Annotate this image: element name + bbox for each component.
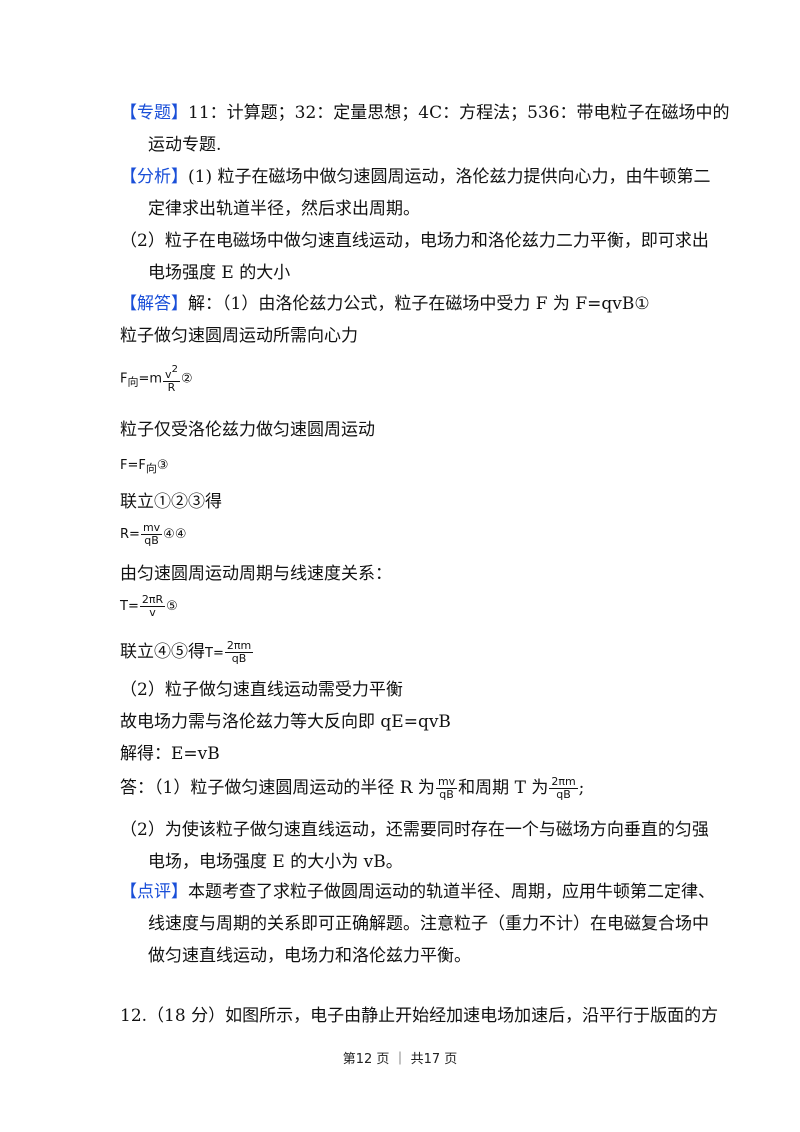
solution-line-1: 【解答】解：（1）由洛伦兹力公式，粒子在磁场中受力 F 为 F=qvB① bbox=[120, 292, 650, 316]
solution-text-7: （2）粒子做匀速直线运动需受力平衡 bbox=[120, 680, 403, 700]
solution-text-9: 解得：E=vB bbox=[120, 744, 220, 764]
solution-text-2: 粒子做匀速圆周运动所需向心力 bbox=[120, 326, 358, 346]
analysis-text-3: （2）粒子在电磁场中做匀速直线运动，电场力和洛伦兹力二力平衡，即可求出 bbox=[120, 231, 709, 251]
analysis-line-1: 【分析】(1) 粒子在磁场中做匀速圆周运动，洛伦兹力提供向心力，由牛顿第二 bbox=[120, 165, 710, 189]
topic-text-2: 运动专题. bbox=[148, 135, 222, 155]
topic-text-1: 11：计算题；32：定量思想；4C：方程法；536：带电粒子在磁场中的 bbox=[188, 103, 730, 123]
topic-tag: 【专题】 bbox=[120, 103, 188, 123]
comment-tag: 【点评】 bbox=[120, 882, 188, 902]
page-footer: 第12 页 ｜ 共17 页 bbox=[342, 1052, 458, 1067]
solution-text-1: 解：（1）由洛伦兹力公式，粒子在磁场中受力 F 为 F=qvB① bbox=[188, 294, 650, 314]
solution-text-12: 电场，电场强度 E 的大小为 vB。 bbox=[148, 852, 403, 872]
analysis-text-2: 定律求出轨道半径，然后求出周期。 bbox=[148, 199, 420, 219]
comment-text-1: 本题考查了求粒子做圆周运动的轨道半径、周期，应用牛顿第二定律、 bbox=[188, 882, 715, 902]
equation-3: F=F向③ bbox=[120, 458, 169, 475]
solution-text-11: （2）为使该粒子做匀速直线运动，还需要同时存在一个与磁场方向垂直的匀强 bbox=[120, 820, 709, 840]
solution-text-5: 由匀速圆周运动周期与线速度关系： bbox=[120, 564, 392, 584]
analysis-tag: 【分析】 bbox=[120, 167, 188, 187]
solution-text-8: 故电场力需与洛伦兹力等大反向即 qE=qvB bbox=[120, 712, 451, 732]
next-question: 12.（18 分）如图所示，电子由静止开始经加速电场加速后，沿平行于版面的方 bbox=[120, 1006, 719, 1026]
solution-text-4: 联立①②③得 bbox=[120, 492, 222, 512]
solution-tag: 【解答】 bbox=[120, 294, 188, 314]
analysis-text-1: (1) 粒子在磁场中做匀速圆周运动，洛伦兹力提供向心力，由牛顿第二 bbox=[188, 167, 711, 187]
comment-text-2: 线速度与周期的关系即可正确解题。注意粒子（重力不计）在电磁复合场中 bbox=[148, 914, 709, 934]
topic-line-1: 【专题】11：计算题；32：定量思想；4C：方程法；536：带电粒子在磁场中的 bbox=[120, 101, 730, 125]
solution-text-3: 粒子仅受洛伦兹力做匀速圆周运动 bbox=[120, 420, 375, 440]
analysis-text-4: 电场强度 E 的大小 bbox=[148, 263, 291, 283]
comment-line-1: 【点评】本题考查了求粒子做圆周运动的轨道半径、周期，应用牛顿第二定律、 bbox=[120, 880, 715, 904]
comment-text-3: 做匀速直线运动，电场力和洛伦兹力平衡。 bbox=[148, 946, 471, 966]
